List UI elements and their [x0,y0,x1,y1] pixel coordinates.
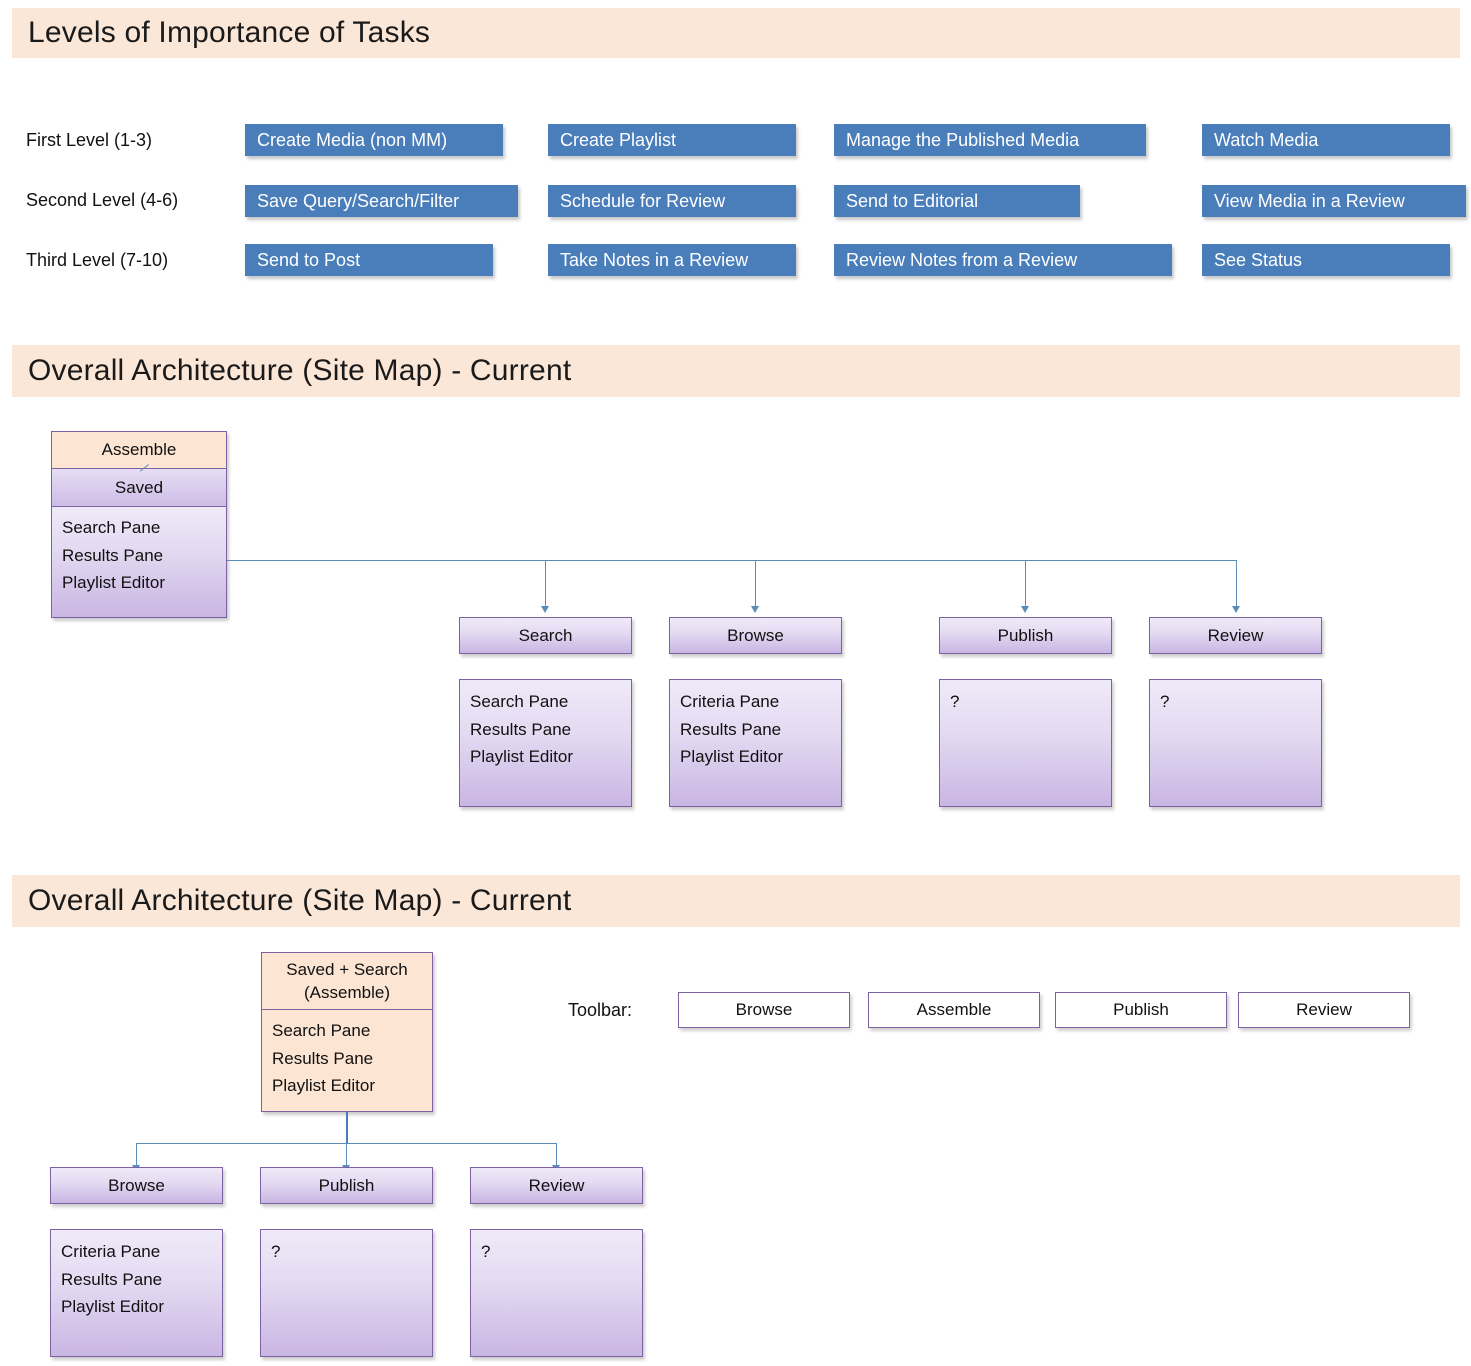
section-banner-sitemap-proposed: Overall Architecture (Site Map) - Curren… [12,875,1460,927]
root-pane-1: Search Pane [62,518,161,537]
section-title-sitemap-current: Overall Architecture (Site Map) - Curren… [28,354,572,387]
connector-bus-current [227,560,1237,561]
arrow-head-publish [1021,606,1029,613]
toolbar-label: Toolbar: [568,1000,633,1020]
proposed-node-browse[interactable]: Browse [50,1167,223,1204]
connector-drop-browse [755,560,756,608]
proposed-review-pane-1: ? [481,1242,491,1261]
task-chip-save-query-search-filter[interactable]: Save Query/Search/Filter [245,185,518,217]
sitemap-node-browse[interactable]: Browse [669,617,842,654]
browse-pane-3: Playlist Editor [680,747,783,767]
task-chip-view-media-in-a-review[interactable]: View Media in a Review [1202,185,1466,217]
proposed-body-publish: ? [260,1229,433,1357]
sitemap-node-review[interactable]: Review [1149,617,1322,654]
section-title-sitemap-proposed: Overall Architecture (Site Map) - Curren… [28,884,572,917]
browse-pane-2: Results Pane [680,719,782,739]
proposed-root-pane-list: Search Pane Results Pane Playlist Editor [261,1010,433,1112]
review-pane-1: ? [1160,692,1170,711]
root-pane-list: Search Pane Results Pane Playlist Editor [51,507,227,618]
toolbar-button-browse[interactable]: Browse [678,992,850,1028]
search-pane-3: Playlist Editor [470,747,573,767]
sitemap-node-search[interactable]: Search [459,617,632,654]
proposed-node-review[interactable]: Review [470,1167,643,1204]
connector-drop-publish [1025,560,1026,608]
proposed-root-pane-3: Playlist Editor [272,1076,375,1096]
task-chip-take-notes-in-a-review[interactable]: Take Notes in a Review [548,244,796,276]
sitemap-body-browse: Criteria Pane Results Pane Playlist Edit… [669,679,842,807]
proposed-root-title-line1: Saved + Search [286,959,408,979]
sitemap-body-review: ? [1149,679,1322,807]
arrow-head-browse [751,606,759,613]
proposed-root-saved-search[interactable]: Saved + Search (Assemble) Search Pane Re… [261,952,433,1112]
toolbar-button-review[interactable]: Review [1238,992,1410,1028]
task-chip-send-to-editorial[interactable]: Send to Editorial [834,185,1080,217]
proposed-root-title-line2: (Assemble) [304,983,390,1002]
proposed-root-pane-2: Results Pane [272,1048,374,1068]
task-chip-create-playlist[interactable]: Create Playlist [548,124,796,156]
toolbar-button-publish[interactable]: Publish [1055,992,1227,1028]
sitemap-root-assemble[interactable]: Assemble Saved Search Pane Results Pane … [51,431,227,618]
section-title-importance: Levels of Importance of Tasks [28,16,431,49]
proposed-browse-pane-2: Results Pane [61,1269,163,1289]
search-pane-2: Results Pane [470,719,572,739]
section-banner-importance: Levels of Importance of Tasks [12,8,1460,58]
search-pane-1: Search Pane [470,692,569,711]
row-label-third-level: Third Level (7-10) [26,250,169,270]
connector-drop-review-proposed [556,1143,557,1167]
task-chip-send-to-post[interactable]: Send to Post [245,244,493,276]
proposed-body-browse: Criteria Pane Results Pane Playlist Edit… [50,1229,223,1357]
proposed-body-review: ? [470,1229,643,1357]
proposed-browse-pane-3: Playlist Editor [61,1297,164,1317]
root-subtitle-saved: Saved [51,469,227,507]
proposed-browse-pane-1: Criteria Pane [61,1242,161,1261]
row-label-second-level: Second Level (4-6) [26,190,179,210]
task-chip-see-status[interactable]: See Status [1202,244,1450,276]
connector-drop-publish-proposed [346,1143,347,1167]
root-pane-2: Results Pane [62,545,164,565]
arrow-head-search [541,606,549,613]
section-banner-sitemap-current: Overall Architecture (Site Map) - Curren… [12,345,1460,397]
sitemap-body-publish: ? [939,679,1112,807]
publish-pane-1: ? [950,692,960,711]
proposed-node-publish[interactable]: Publish [260,1167,433,1204]
task-chip-create-media[interactable]: Create Media (non MM) [245,124,503,156]
sitemap-node-publish[interactable]: Publish [939,617,1112,654]
root-pane-3: Playlist Editor [62,573,165,593]
task-chip-manage-published-media[interactable]: Manage the Published Media [834,124,1146,156]
proposed-publish-pane-1: ? [271,1242,281,1261]
proposed-root-pane-1: Search Pane [272,1021,371,1040]
root-title-assemble: Assemble [51,431,227,469]
connector-drop-search [545,560,546,608]
toolbar-button-assemble[interactable]: Assemble [868,992,1040,1028]
task-chip-schedule-for-review[interactable]: Schedule for Review [548,185,796,217]
task-chip-watch-media[interactable]: Watch Media [1202,124,1450,156]
browse-pane-1: Criteria Pane [680,692,780,711]
connector-drop-browse-proposed [136,1143,137,1167]
row-label-first-level: First Level (1-3) [26,130,153,150]
connector-drop-review [1236,560,1237,608]
sitemap-body-search: Search Pane Results Pane Playlist Editor [459,679,632,807]
arrow-head-review [1232,606,1240,613]
proposed-root-title: Saved + Search (Assemble) [261,952,433,1010]
task-chip-review-notes-from-a-review[interactable]: Review Notes from a Review [834,244,1172,276]
connector-stem-proposed [346,1112,348,1143]
